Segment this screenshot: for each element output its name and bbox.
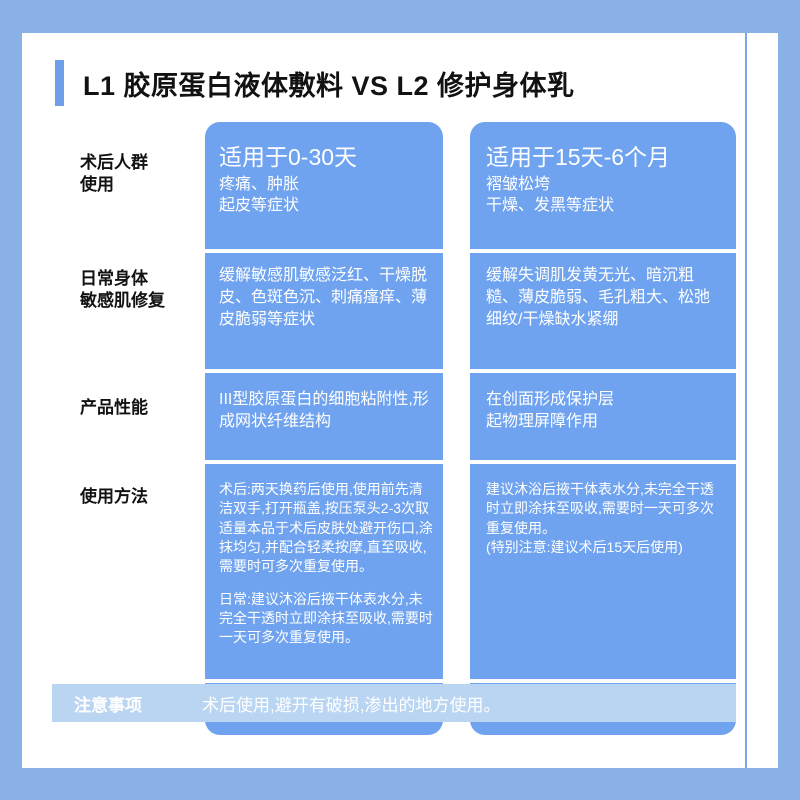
row-separator-l2-3 xyxy=(470,460,736,464)
row-separator-l2-4 xyxy=(470,679,736,683)
notice-bar: 注意事项 术后使用,避开有破损,渗出的地方使用。 xyxy=(52,684,736,722)
cell-l2-daily-repair-body: 缓解失调肌发黄无光、暗沉粗糙、薄皮脆弱、毛孔粗大、松弛细纹/干燥缺水紧绷 xyxy=(486,267,711,328)
comparison-table: 术后人群使用 适用于0-30天 疼痛、肿胀起皮等症状 适用于15天-6个月 褶皱… xyxy=(52,122,736,735)
cell-l2-post-op: 适用于15天-6个月 褶皱松垮干燥、发黑等症状 xyxy=(470,144,736,216)
page-title: L1 胶原蛋白液体敷料 VS L2 修护身体乳 xyxy=(55,60,575,106)
cell-l1-performance: III型胶原蛋白的细胞粘附性,形成网状纤维结构 xyxy=(205,389,443,433)
row-separator-l2-1 xyxy=(470,249,736,253)
row-separator-l2-2 xyxy=(470,369,736,373)
column-slab-l1 xyxy=(205,122,443,735)
title-accent-bar xyxy=(55,60,64,106)
cell-l2-usage-body: 建议沐浴后掖干体表水分,未完全干透时立即涂抹至吸收,需要时一天可多次重复使用。(… xyxy=(486,481,714,555)
right-vertical-rule xyxy=(745,33,747,768)
cell-l2-performance: 在创面形成保护层起物理屏障作用 xyxy=(470,389,736,433)
row-label-daily-repair: 日常身体敏感肌修复 xyxy=(80,269,165,311)
cell-l1-post-op: 适用于0-30天 疼痛、肿胀起皮等症状 xyxy=(205,144,443,216)
row-separator-l1-1 xyxy=(205,249,443,253)
column-slab-l2 xyxy=(470,122,736,735)
notice-label: 注意事项 xyxy=(74,695,142,715)
notice-text: 术后使用,避开有破损,渗出的地方使用。 xyxy=(202,695,501,715)
cell-l1-daily-repair-body: 缓解敏感肌敏感泛红、干燥脱皮、色斑色沉、刺痛瘙痒、薄皮脆弱等症状 xyxy=(219,267,428,328)
cell-l2-usage: 建议沐浴后掖干体表水分,未完全干透时立即涂抹至吸收,需要时一天可多次重复使用。(… xyxy=(470,480,736,557)
cell-l2-post-op-sub: 褶皱松垮干燥、发黑等症状 xyxy=(486,175,615,215)
cell-l1-daily-repair: 缓解敏感肌敏感泛红、干燥脱皮、色斑色沉、刺痛瘙痒、薄皮脆弱等症状 xyxy=(205,265,443,330)
cell-l1-post-op-head: 适用于0-30天 xyxy=(219,144,358,170)
cell-l2-performance-body: 在创面形成保护层起物理屏障作用 xyxy=(486,391,615,430)
cell-l2-daily-repair: 缓解失调肌发黄无光、暗沉粗糙、薄皮脆弱、毛孔粗大、松弛细纹/干燥缺水紧绷 xyxy=(470,265,736,330)
row-separator-l1-3 xyxy=(205,460,443,464)
cell-l1-usage: 术后:两天换药后使用,使用前先清洁双手,打开瓶盖,按压泵头2-3次取适量本品于术… xyxy=(205,480,443,648)
row-separator-l1-4 xyxy=(205,679,443,683)
row-separator-l1-2 xyxy=(205,369,443,373)
row-label-performance: 产品性能 xyxy=(80,398,148,417)
row-label-usage: 使用方法 xyxy=(80,487,148,506)
title-text: L1 胶原蛋白液体敷料 VS L2 修护身体乳 xyxy=(83,70,575,101)
cell-l2-post-op-head: 适用于15天-6个月 xyxy=(486,144,671,170)
cell-l1-usage-body: 术后:两天换药后使用,使用前先清洁双手,打开瓶盖,按压泵头2-3次取适量本品于术… xyxy=(219,481,433,575)
cell-l1-performance-body: III型胶原蛋白的细胞粘附性,形成网状纤维结构 xyxy=(219,391,429,430)
cell-l1-usage-body-2: 日常:建议沐浴后掖干体表水分,未完全干透时立即涂抹至吸收,需要时一天可多次重复使… xyxy=(219,590,433,646)
row-label-post-op: 术后人群使用 xyxy=(80,153,148,195)
cell-l1-post-op-sub: 疼痛、肿胀起皮等症状 xyxy=(219,175,300,215)
